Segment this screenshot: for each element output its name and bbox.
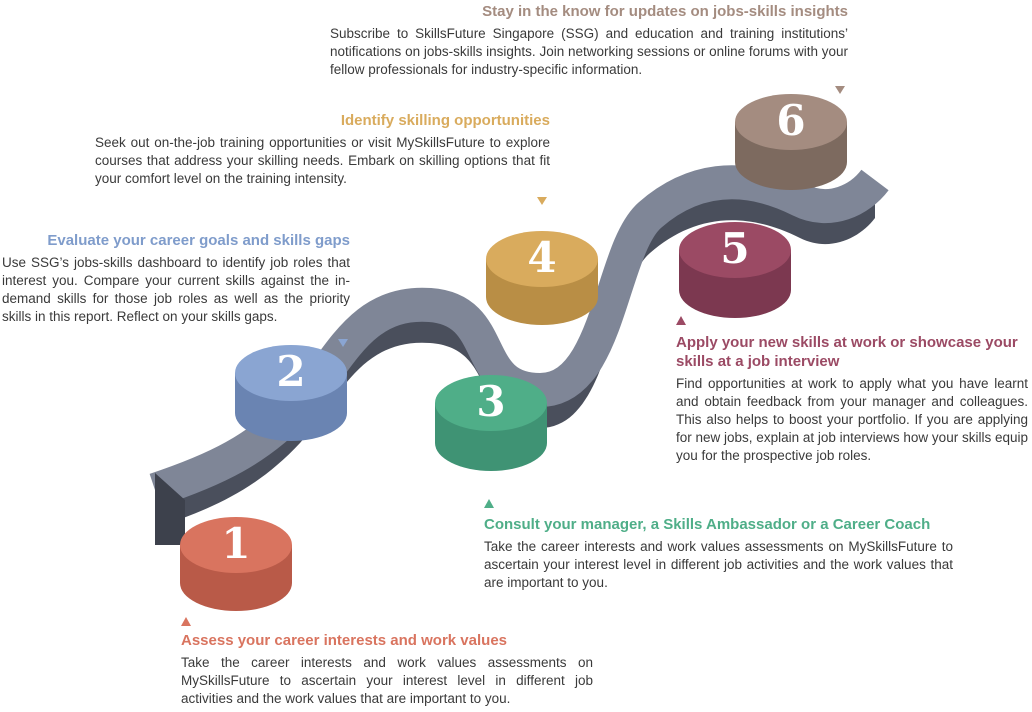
step-1-text: Assess your career interests and work va…: [181, 631, 593, 708]
step-2-body: Use SSG’s jobs-skills dashboard to ident…: [2, 254, 350, 326]
step-disk-2: 2: [235, 345, 347, 441]
step-disk-4: 4: [486, 231, 598, 325]
step-4-text: Identify skilling opportunities Seek out…: [95, 111, 550, 188]
step-5-title: Apply your new skills at work or showcas…: [676, 333, 1028, 371]
step-number-6: 6: [776, 96, 805, 145]
step-5-text: Apply your new skills at work or showcas…: [676, 333, 1028, 465]
pointer-1: [181, 617, 191, 626]
step-number-4: 4: [527, 233, 556, 282]
step-3-body: Take the career interests and work value…: [484, 538, 953, 592]
step-number-5: 5: [720, 224, 749, 273]
step-4-body: Seek out on-the-job training opportuniti…: [95, 134, 550, 188]
step-5-body: Find opportunities at work to apply what…: [676, 375, 1028, 465]
step-number-2: 2: [276, 347, 305, 396]
step-disk-5: 5: [679, 222, 791, 318]
step-disk-6: 6: [735, 94, 847, 190]
step-1-body: Take the career interests and work value…: [181, 654, 593, 708]
step-disk-1: 1: [180, 517, 292, 611]
step-disk-3: 3: [435, 375, 547, 471]
step-3-text: Consult your manager, a Skills Ambassado…: [484, 515, 953, 592]
step-4-title: Identify skilling opportunities: [95, 111, 550, 130]
step-number-3: 3: [476, 377, 505, 426]
pointer-6: [835, 86, 845, 94]
pointer-3: [484, 499, 494, 508]
step-6-text: Stay in the know for updates on jobs-ski…: [330, 2, 848, 79]
pointer-5: [676, 316, 686, 325]
step-3-title: Consult your manager, a Skills Ambassado…: [484, 515, 953, 534]
step-2-text: Evaluate your career goals and skills ga…: [2, 231, 350, 326]
step-number-1: 1: [221, 519, 250, 568]
step-2-title: Evaluate your career goals and skills ga…: [2, 231, 350, 250]
step-6-title: Stay in the know for updates on jobs-ski…: [330, 2, 848, 21]
step-6-body: Subscribe to SkillsFuture Singapore (SSG…: [330, 25, 848, 79]
pointer-4: [537, 197, 547, 205]
step-1-title: Assess your career interests and work va…: [181, 631, 593, 650]
